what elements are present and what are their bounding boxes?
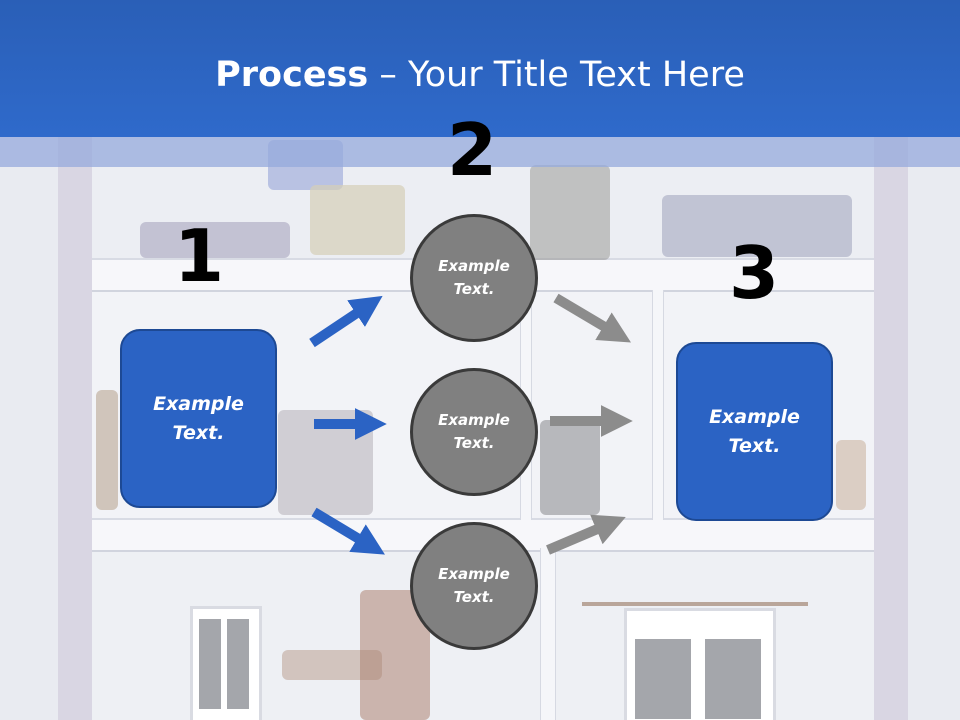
step-2-circle-bottom-label: Example Text. [438,565,510,606]
title-bar-band [0,137,960,167]
step-2-circle-top: Example Text. [410,214,538,342]
step-3-label: Example Text. [709,405,800,457]
step-1-label: Example Text. [153,392,244,444]
step-2-circle-bottom: Example Text. [410,522,538,650]
title-rest: – Your Title Text Here [368,55,745,95]
title-bold: Process [215,55,369,95]
step-1-box: Example Text. [120,329,277,508]
step-2-circle-middle: Example Text. [410,368,538,496]
arrow-1-to-2c [311,507,385,555]
title-bar [0,0,960,137]
step-number-1: 1 [173,214,225,298]
step-3-box: Example Text. [676,342,833,521]
step-number-2: 2 [446,108,498,192]
slide-title: Process – Your Title Text Here [0,54,960,96]
step-2-circle-middle-label: Example Text. [438,411,510,452]
step-2-circle-top-label: Example Text. [438,257,510,298]
step-number-3: 3 [728,231,780,315]
arrow-2a-to-3 [553,293,632,343]
arrow-2c-to-3 [546,514,626,555]
arrow-1-to-2a [309,295,383,348]
